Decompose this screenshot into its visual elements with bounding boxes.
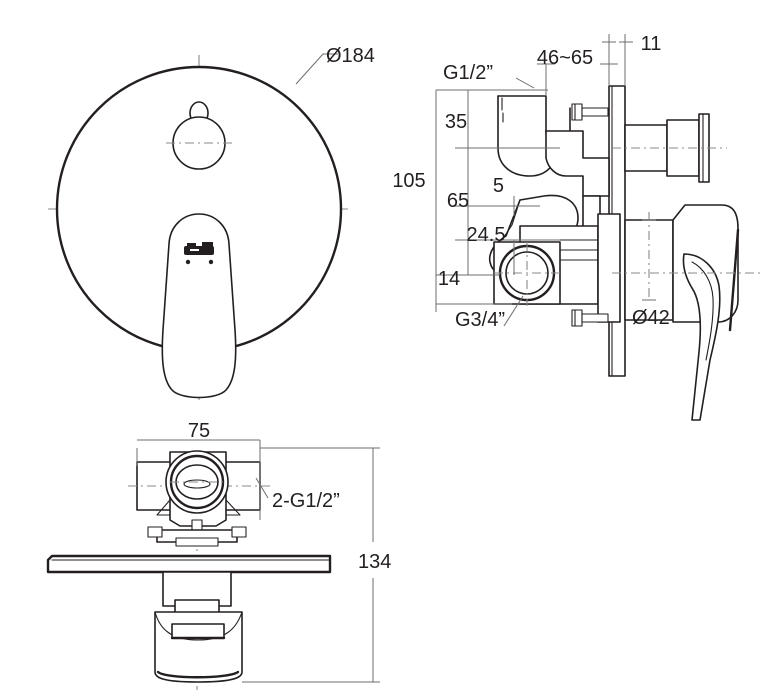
dim-4665-label: 46~65 — [537, 47, 593, 69]
side-upper-stud — [571, 103, 609, 121]
side-mounting-collar — [597, 213, 621, 323]
bottom-cap-bottom-edge — [156, 670, 240, 679]
dia184-label: Ø184 — [326, 45, 375, 67]
dim-105-label: 105 — [392, 170, 425, 192]
side-lever-handle — [682, 253, 721, 421]
bottom-left-gusset — [156, 499, 171, 516]
g12x2-leader-line — [255, 477, 269, 499]
g12x2-label: 2-G1/2” — [272, 490, 340, 512]
g34-label: G3/4” — [455, 309, 505, 331]
bottom-cap-arc — [154, 611, 243, 641]
bottom-flange-step — [175, 537, 219, 547]
dim-11-label: 11 — [641, 33, 662, 55]
bottom-left-bolt — [147, 526, 163, 538]
side-g34-inlet — [493, 241, 562, 306]
side-mixer-body-upper — [545, 130, 610, 197]
dia42-label: Ø42 — [632, 307, 670, 329]
bottom-plan-view: 75 2-G1/2” 134 — [46, 420, 391, 690]
side-handle-shade — [728, 228, 740, 332]
dim-245-label: 24.5 — [467, 224, 506, 246]
g12-leader-line — [515, 77, 535, 89]
side-section-view: 105 35 65 24.5 14 5 46~65 11 G1/2” G3/4” — [392, 33, 760, 421]
bottom-outlet-slot — [183, 479, 211, 489]
bottom-cap-cylinder — [154, 611, 243, 683]
dia184-leader-line — [295, 53, 338, 85]
bottom-escutcheon-plate-edge — [46, 554, 332, 574]
dim-134-label: 134 — [358, 551, 391, 573]
g12-label: G1/2” — [443, 62, 493, 84]
side-diverter-lever-inner — [503, 199, 521, 238]
side-lever-handle-inner — [691, 261, 714, 361]
side-lower-stud — [571, 309, 609, 327]
bottom-cap-collar — [171, 623, 225, 639]
brand-emblem — [184, 242, 214, 265]
dim-5-label: 5 — [493, 175, 504, 197]
dim-14-label: 14 — [438, 268, 460, 290]
g34-leader-line — [503, 295, 524, 327]
bottom-right-bolt — [231, 526, 247, 538]
dim-65-label: 65 — [447, 190, 469, 212]
dim-75-label: 75 — [188, 420, 210, 442]
bottom-right-gusset — [225, 499, 241, 516]
dim-35-label: 35 — [445, 111, 467, 133]
front-elevation-view: Ø184 — [48, 45, 375, 400]
lever-handle-outline — [161, 213, 237, 399]
